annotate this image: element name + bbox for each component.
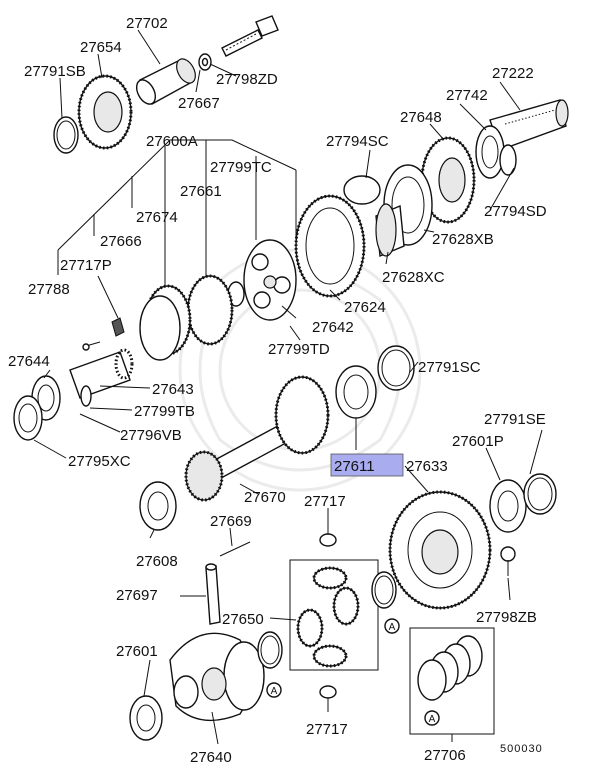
label-27670[interactable]: 27670	[244, 489, 286, 506]
ring-27799TB[interactable]	[80, 385, 92, 407]
label-27644[interactable]: 27644	[8, 353, 50, 370]
label-27624[interactable]: 27624	[344, 299, 386, 316]
label-27795XC[interactable]: 27795XC	[68, 453, 131, 470]
washer-27717-top[interactable]	[319, 533, 337, 547]
label-27222[interactable]: 27222	[492, 65, 534, 82]
label-27717P[interactable]: 27717P	[60, 257, 112, 274]
svg-text:A: A	[389, 622, 396, 633]
snapring-27791SE[interactable]	[523, 473, 557, 515]
leader-lines	[33, 29, 543, 745]
label-27667[interactable]: 27667	[178, 95, 220, 112]
key-27717P[interactable]	[111, 317, 125, 337]
bearing-27608[interactable]	[139, 481, 177, 531]
snapring-right[interactable]	[371, 571, 397, 609]
svg-text:A: A	[429, 714, 436, 725]
ringgear-27624[interactable]	[294, 194, 366, 298]
shaft-27702[interactable]	[133, 56, 199, 107]
label-27674[interactable]: 27674	[136, 209, 178, 226]
bearing-27742[interactable]	[475, 125, 505, 179]
shaft-27697[interactable]	[205, 563, 221, 625]
label-27648[interactable]: 27648	[400, 109, 442, 126]
label-27796VB[interactable]: 27796VB	[120, 427, 182, 444]
label-27633[interactable]: 27633	[406, 458, 448, 475]
label-27799TC[interactable]: 27799TC	[210, 159, 272, 176]
bracket-27600A	[57, 139, 297, 319]
label-27791SB[interactable]: 27791SB	[24, 63, 86, 80]
part-labels: 27702 27654 27791SB 27798ZD 27667 27222 …	[8, 15, 547, 766]
label-27717-upper[interactable]: 27717	[304, 493, 346, 510]
synchro-27666[interactable]	[139, 284, 192, 361]
label-27640[interactable]: 27640	[190, 749, 232, 766]
diagram-ref-number: 500030	[500, 743, 543, 755]
label-27600A[interactable]: 27600A	[146, 133, 198, 150]
label-27608[interactable]: 27608	[136, 553, 178, 570]
bolt-27798ZD[interactable]	[221, 15, 279, 57]
callout-a-2: A	[384, 618, 400, 634]
pin-27669[interactable]	[219, 541, 251, 557]
label-27697[interactable]: 27697	[116, 587, 158, 604]
label-27794SD[interactable]: 27794SD	[484, 203, 547, 220]
label-27642[interactable]: 27642	[312, 319, 354, 336]
label-27742[interactable]: 27742	[446, 87, 488, 104]
pin-27788[interactable]	[82, 341, 101, 351]
label-27799TD[interactable]: 27799TD	[268, 341, 330, 358]
callout-a-3: A	[424, 710, 440, 726]
pinion-gears-27650[interactable]	[296, 566, 360, 668]
highlight-27611	[330, 453, 404, 477]
bolt-27798ZB[interactable]	[500, 546, 516, 576]
label-27666[interactable]: 27666	[100, 233, 142, 250]
input-shaft-27643[interactable]	[69, 348, 134, 399]
label-27798ZB[interactable]: 27798ZB	[476, 609, 537, 626]
label-27798ZD[interactable]: 27798ZD	[216, 71, 278, 88]
snapring-27791SB[interactable]	[53, 116, 79, 154]
label-27601[interactable]: 27601	[116, 643, 158, 660]
label-27794SC[interactable]: 27794SC	[326, 133, 389, 150]
gear-27674[interactable]	[186, 274, 234, 346]
snapring-27791SC[interactable]	[377, 345, 415, 391]
bearing-27795XC[interactable]	[13, 395, 43, 441]
label-27650[interactable]: 27650	[222, 611, 264, 628]
gear-27654[interactable]	[77, 74, 133, 150]
label-27799TB[interactable]: 27799TB	[134, 403, 195, 420]
label-27788[interactable]: 27788	[28, 281, 70, 298]
diffcase-27640[interactable]	[169, 632, 265, 722]
pinion-set-box	[289, 559, 379, 671]
label-27661[interactable]: 27661	[180, 183, 222, 200]
label-27702[interactable]: 27702	[126, 15, 168, 32]
label-27791SE[interactable]: 27791SE	[484, 411, 546, 428]
label-27628XC[interactable]: 27628XC	[382, 269, 445, 286]
ring-27794SC[interactable]	[343, 175, 381, 205]
countershaft-27670[interactable]	[184, 375, 330, 502]
label-27669[interactable]: 27669	[210, 513, 252, 530]
label-27706[interactable]: 27706	[424, 747, 466, 764]
washer-27717-bottom[interactable]	[319, 685, 337, 699]
shims-27706[interactable]	[417, 635, 483, 701]
snapring-left[interactable]	[257, 631, 283, 669]
label-27628XB[interactable]: 27628XB	[432, 231, 494, 248]
label-27654[interactable]: 27654	[80, 39, 122, 56]
finalgear-27633[interactable]	[388, 490, 492, 610]
ring-27794SD[interactable]	[499, 144, 517, 176]
label-27717-lower[interactable]: 27717	[306, 721, 348, 738]
bearing-27601P[interactable]	[489, 479, 527, 533]
planet-carrier-27642[interactable]	[243, 239, 297, 321]
shaft-27628XC[interactable]	[375, 203, 405, 258]
label-27643[interactable]: 27643	[152, 381, 194, 398]
label-27601P[interactable]: 27601P	[452, 433, 504, 450]
bearing-27601[interactable]	[129, 695, 163, 741]
label-27791SC[interactable]: 27791SC	[418, 359, 481, 376]
callout-a-1: A	[266, 682, 282, 698]
shaft-27222[interactable]	[489, 99, 569, 151]
label-27611[interactable]: 27611	[334, 458, 375, 475]
bearing-27611[interactable]	[335, 365, 377, 419]
svg-text:A: A	[271, 686, 278, 697]
washer-27667[interactable]	[198, 53, 212, 71]
